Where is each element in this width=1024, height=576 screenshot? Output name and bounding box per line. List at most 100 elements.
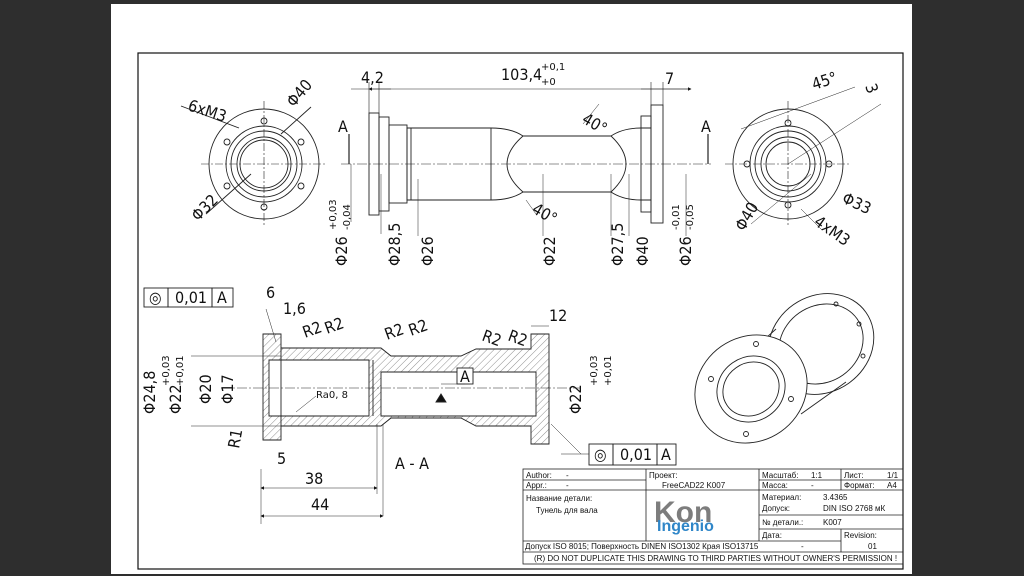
dim-44: 44 <box>311 495 329 514</box>
left-holes-label: 6xM3 <box>186 96 229 126</box>
dia-26-right: Φ26 <box>676 236 695 266</box>
dia-17: Φ17 <box>218 374 237 404</box>
dia-24-8: Φ24,8 <box>140 371 159 414</box>
dia-22-left-tol-upper: +0,03 <box>161 355 172 386</box>
author-label: Author: <box>526 471 552 480</box>
left-end-view <box>180 101 327 227</box>
r2-4: R2 <box>406 315 430 339</box>
dim-12: 12 <box>549 306 567 325</box>
angle-upper: 40° <box>579 109 611 138</box>
fcf-top-datum: A <box>217 288 227 307</box>
dia-22-right: Φ22 <box>566 384 585 414</box>
r2-5: R2 <box>480 326 504 350</box>
project-value: FreeCAD22 K007 <box>662 481 726 490</box>
dia-26-mid: Φ26 <box>418 236 437 266</box>
dim-right-width: 7 <box>665 69 674 88</box>
sheet-label: Лист: <box>844 471 864 480</box>
right-holes-label: 4xM3 <box>811 212 854 250</box>
dim-overall-length: 103,4 <box>501 65 542 84</box>
fcf-bottom-value: 0,01 <box>620 445 652 464</box>
mass-label: Масса: <box>762 481 788 490</box>
side-view <box>341 82 711 236</box>
dia-26-left-tol-lower: -0,04 <box>342 204 353 230</box>
section-datum: A <box>460 367 470 386</box>
section-marker-right: A <box>701 117 711 136</box>
tolerance-value: DIN ISO 2768 мК <box>823 504 886 513</box>
dim-5: 5 <box>277 449 286 468</box>
mass-value: - <box>811 481 814 490</box>
date-label: Дата: <box>762 531 782 540</box>
appr-label: Appr.: <box>526 481 547 490</box>
r2-6: R2 <box>506 326 530 350</box>
right-bolt-circle-label: Φ33 <box>839 188 874 218</box>
dia-27-5: Φ27,5 <box>608 223 627 266</box>
angle-lower: 40° <box>529 199 561 228</box>
dia-26-left: Φ26 <box>332 236 351 266</box>
right-outer-dia-label: Φ40 <box>731 199 762 234</box>
technical-drawing: 6xM3 Φ40 Φ32 4,2 103,4 +0 <box>137 52 904 570</box>
right-end-view <box>725 86 882 230</box>
logo-kon: Kon <box>654 496 712 529</box>
format-label: Формат: <box>844 481 875 490</box>
dim-overall-tol-upper: +0,1 <box>541 62 565 73</box>
r1-label: R1 <box>224 428 246 450</box>
part-no-value: K007 <box>823 518 842 527</box>
project-label: Проект: <box>649 471 678 480</box>
roughness-label: Ra0, 8 <box>316 390 348 401</box>
tolerance-label: Допуск: <box>762 504 790 513</box>
scale-value: 1:1 <box>811 471 823 480</box>
dia-22-right-tol-upper: +0,03 <box>589 355 600 386</box>
drawing-border <box>137 52 904 570</box>
fcf-bottom-datum: A <box>661 445 671 464</box>
dia-40: Φ40 <box>633 236 652 266</box>
r2-3: R2 <box>382 319 406 343</box>
fcf-bottom-symbol: ◎ <box>594 445 607 464</box>
fcf-top-symbol: ◎ <box>149 288 162 307</box>
copyright-note: (R) DO NOT DUPLICATE THIS DRAWING TO THI… <box>534 554 897 563</box>
author-value: - <box>566 471 569 480</box>
right-chamfer-label: 3 <box>861 81 882 96</box>
part-name-value: Тунель для вала <box>536 506 598 515</box>
part-name-label: Название детали: <box>526 494 592 503</box>
dia-22-right-tol-lower: +0,01 <box>603 355 614 386</box>
section-body <box>191 308 589 524</box>
dia-22: Φ22 <box>540 236 559 266</box>
drawing-sheet: 6xM3 Φ40 Φ32 4,2 103,4 +0 <box>111 4 912 574</box>
standards-note: Допуск ISO 8015; Поверхность DINEN ISO13… <box>525 542 759 551</box>
material-label: Материал: <box>762 493 801 502</box>
dia-28-5: Φ28,5 <box>385 223 404 266</box>
dim-overall-tol-lower: +0 <box>541 77 556 88</box>
dim-1-6: 1,6 <box>283 299 306 318</box>
fcf-top <box>143 287 234 308</box>
material-value: 3.4365 <box>823 493 848 502</box>
revision-value: 01 <box>868 542 877 551</box>
scale-label: Масштаб: <box>762 471 798 480</box>
dia-22-left: Φ22 <box>166 384 185 414</box>
dia-20: Φ20 <box>196 374 215 404</box>
logo-ingenio: Ingenio <box>657 518 714 535</box>
dim-38: 38 <box>305 469 323 488</box>
dim-6: 6 <box>266 283 275 302</box>
title-block <box>522 468 904 565</box>
r2-1: R2 <box>300 317 324 341</box>
appr-value: - <box>566 481 569 490</box>
dim-left-width: 4,2 <box>361 68 384 87</box>
format-value: A4 <box>887 481 897 490</box>
dia-22-left-tol-lower: +0,01 <box>175 355 186 386</box>
part-no-label: № детали.: <box>762 518 803 527</box>
left-outer-dia-label: Φ40 <box>283 76 317 111</box>
date-value: - <box>801 542 804 551</box>
right-angle-label: 45° <box>809 68 839 94</box>
section-marker-left: A <box>338 117 348 136</box>
left-bolt-circle-label: Φ32 <box>187 190 221 224</box>
fcf-bottom <box>588 443 677 466</box>
sheet-value: 1/1 <box>887 471 899 480</box>
revision-label: Revision: <box>844 531 877 540</box>
dia-26-right-tol-upper: -0,01 <box>671 204 682 230</box>
isometric-view <box>694 293 875 444</box>
dia-26-left-tol-upper: +0,03 <box>328 199 339 230</box>
dia-26-right-tol-lower: -0,05 <box>685 204 696 230</box>
fcf-top-value: 0,01 <box>175 288 207 307</box>
r2-2: R2 <box>322 313 346 337</box>
section-label: A - A <box>395 454 429 473</box>
